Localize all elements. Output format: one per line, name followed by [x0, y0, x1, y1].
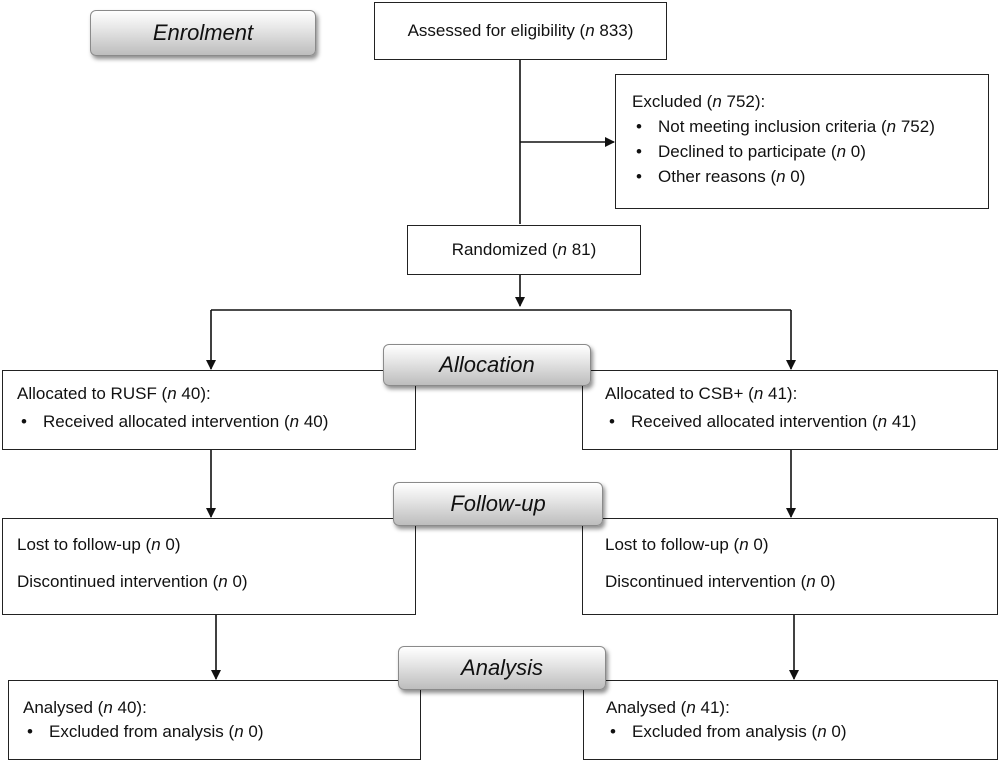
analysed-right: Analysed (n 41):	[606, 698, 730, 717]
followup-left-box: Lost to follow-up (n 0) Discontinued int…	[2, 518, 416, 615]
stage-analysis-label: Analysis	[461, 655, 543, 680]
excluded-box: Excluded (n 752): Not meeting inclusion …	[615, 74, 989, 209]
randomized-text: Randomized (n 81)	[451, 240, 597, 259]
allocated-left-box: Allocated to RUSF (n 40): Received alloc…	[2, 370, 416, 450]
excluded-item-inclusion: Not meeting inclusion criteria (n 752)	[632, 116, 988, 138]
stage-analysis: Analysis	[398, 646, 606, 690]
assessed-box: Assessed for eligibility (n 833)	[374, 2, 667, 60]
allocated-right-title: Allocated to CSB+ (n 41):	[605, 384, 798, 403]
received-left: Received allocated intervention (n 40)	[17, 411, 415, 433]
analysed-left: Analysed (n 40):	[23, 698, 147, 717]
randomized-box: Randomized (n 81)	[407, 225, 641, 275]
excluded-title: Excluded (n 752):	[632, 92, 766, 111]
allocated-left-title: Allocated to RUSF (n 40):	[17, 384, 211, 403]
stage-allocation: Allocation	[383, 344, 591, 386]
analysis-right-box: Analysed (n 41): Excluded from analysis …	[583, 680, 998, 760]
stage-enrolment: Enrolment	[90, 10, 316, 56]
stage-followup-label: Follow-up	[450, 491, 546, 516]
excluded-analysis-right: Excluded from analysis (n 0)	[606, 721, 997, 743]
assessed-text: Assessed for eligibility (n 833)	[407, 21, 634, 40]
discontinued-right: Discontinued intervention (n 0)	[605, 572, 836, 591]
excluded-item-other: Other reasons (n 0)	[632, 166, 988, 188]
lost-left: Lost to follow-up (n 0)	[17, 535, 181, 554]
followup-right-box: Lost to follow-up (n 0) Discontinued int…	[582, 518, 998, 615]
lost-right: Lost to follow-up (n 0)	[605, 535, 769, 554]
allocated-right-box: Allocated to CSB+ (n 41): Received alloc…	[582, 370, 998, 450]
analysis-left-box: Analysed (n 40): Excluded from analysis …	[8, 680, 421, 760]
excluded-item-declined: Declined to participate (n 0)	[632, 141, 988, 163]
excluded-analysis-left: Excluded from analysis (n 0)	[23, 721, 420, 743]
discontinued-left: Discontinued intervention (n 0)	[17, 572, 248, 591]
stage-enrolment-label: Enrolment	[152, 20, 254, 45]
stage-followup: Follow-up	[393, 482, 603, 526]
received-right: Received allocated intervention (n 41)	[605, 411, 997, 433]
stage-allocation-label: Allocation	[439, 352, 535, 377]
